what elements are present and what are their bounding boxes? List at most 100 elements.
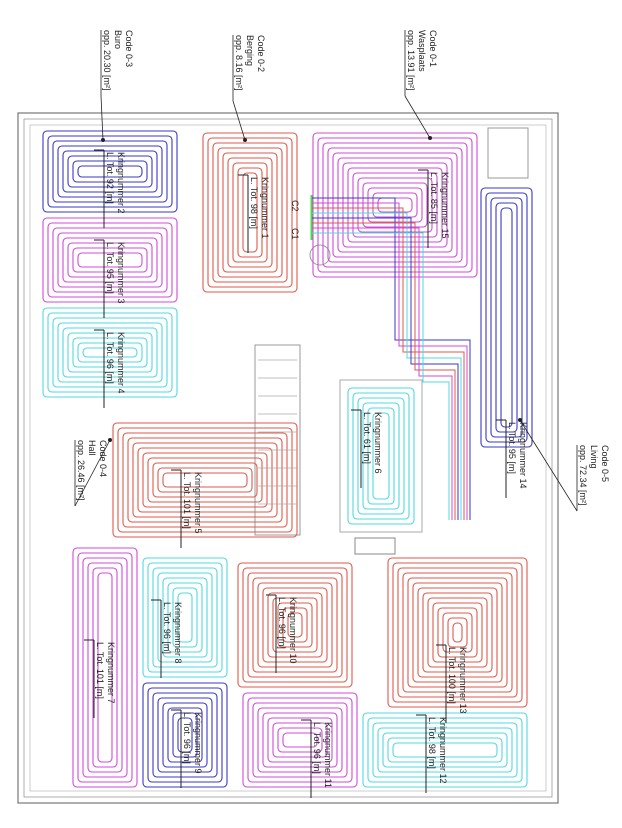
pipe-run [237, 167, 263, 258]
pipe-run [72, 337, 148, 368]
pipe-run [242, 567, 348, 683]
pipe-run [387, 557, 528, 708]
loop-label-1: Kringnummer 1L. Tot. 98 [m] [238, 174, 270, 253]
pipe-run [62, 237, 158, 283]
anchor-dot [428, 136, 432, 140]
pipe-run [62, 327, 158, 378]
pipe-run [142, 452, 268, 508]
loop-title: Kringnummer 6 [373, 412, 383, 474]
pipe-run [367, 407, 395, 505]
loop-label-14: Kringnummer 14L. Tot. 95 [m] [496, 419, 528, 498]
pipe-run [92, 567, 118, 768]
pipe-run [262, 587, 328, 663]
loop-label-9: Kringnummer 9L. Tot. 96 [m] [171, 709, 203, 788]
staircase [258, 359, 297, 505]
pipe-run [277, 602, 313, 648]
pipe-run [57, 232, 163, 288]
pipe-run [262, 712, 338, 768]
room-area: opp. 8.16 [m²] [234, 35, 244, 91]
pipe-run [42, 307, 178, 398]
manifold-labels: C2 C1 [290, 200, 300, 240]
pipe-run [282, 732, 318, 748]
pipe-run [257, 582, 333, 668]
pipe-run [157, 697, 213, 773]
heating-loop-10 [237, 562, 353, 688]
heating-loop-14 [480, 187, 533, 448]
leader-line [519, 419, 578, 512]
pipe-run [132, 442, 278, 518]
loop-title: Kringnummer 13 [458, 647, 468, 714]
pipe-run [47, 312, 173, 393]
loop-label-7: Kringnummer 7L. Tot. 101 [m] [84, 639, 116, 718]
pipe-run [357, 397, 405, 515]
pipe-run [52, 227, 168, 293]
pipe-run [412, 582, 503, 683]
pipe-run [252, 702, 348, 778]
loop-length: L. Tot. 95 [m] [105, 242, 115, 294]
room-code: Code 0-5 [600, 445, 610, 482]
pipe-run [152, 692, 218, 778]
heating-loop-8 [142, 557, 228, 678]
pipe-run [287, 612, 303, 638]
pipe-run [392, 562, 523, 703]
heating-loop-2 [42, 130, 178, 213]
pipe-run [77, 552, 133, 783]
pipe-run [352, 392, 410, 520]
pipe-run [227, 157, 273, 268]
room-area: opp. 20.30 [m²] [102, 30, 112, 91]
heating-loop-6 [347, 387, 415, 525]
pipe-run [167, 707, 203, 763]
loop-title: Kringnummer 5 [193, 472, 203, 534]
pipe-run [52, 140, 168, 203]
building-walls [17, 112, 559, 804]
anchor-dot [518, 418, 522, 422]
pipe-run [272, 597, 318, 653]
pipe-run [122, 432, 288, 528]
pipe-run [387, 737, 503, 763]
pipe-run [147, 687, 223, 783]
pipe-run [377, 727, 513, 773]
pipe-run [57, 145, 163, 198]
pipe-run [172, 587, 198, 648]
pipe-run [82, 557, 128, 778]
loop-title: Kringnummer 3 [116, 242, 126, 304]
loop-title: Kringnummer 10 [288, 597, 298, 664]
room-code: Code 0-4 [98, 440, 108, 477]
pipe-run [452, 622, 463, 643]
pipe-run [157, 467, 253, 493]
pipe-run [362, 402, 400, 510]
manifold-c2-label: C2 [290, 200, 300, 212]
pipe-run [157, 572, 213, 663]
pipe-run [382, 732, 508, 768]
pipe-run [362, 712, 528, 788]
loop-length: L. Tot. 96 [m] [162, 602, 172, 654]
pipe-run [407, 577, 508, 688]
leader-line [232, 100, 246, 141]
loop-length: L. Tot. 96 [m] [277, 597, 287, 649]
heating-loop-3 [42, 217, 178, 303]
loop-label-11: Kringnummer 11L. Tot. 96 [m] [301, 719, 333, 798]
heating-loop-12 [362, 712, 528, 788]
pipe-run [257, 707, 343, 773]
pipe-run [392, 742, 498, 758]
pipe-run [252, 577, 338, 673]
loop-title: Kringnummer 9 [193, 712, 203, 774]
pipe-run [417, 587, 498, 678]
loop-label-2: Kringnummer 2L. Tot. 92 [m] [94, 149, 126, 228]
loop-length: L. Tot. 101 [m] [182, 472, 192, 529]
loop-label-10: Kringnummer 10L. Tot. 96 [m] [266, 594, 298, 673]
loop-length: L. Tot. 92 [m] [105, 152, 115, 204]
manifold-c1-label: C1 [290, 228, 300, 240]
pipe-run [232, 162, 268, 263]
loop-length: L. Tot. 96 [m] [105, 332, 115, 384]
leader-line [74, 439, 111, 507]
supply-pipe [312, 212, 462, 520]
pipe-run [242, 172, 258, 253]
loop-label-15: Kringnummer 15L. Tot. 85 [m] [418, 169, 450, 248]
pipe-run [437, 607, 478, 658]
pipe-run [67, 242, 153, 278]
supply-pipe [312, 217, 459, 520]
pipe-run [77, 342, 143, 363]
